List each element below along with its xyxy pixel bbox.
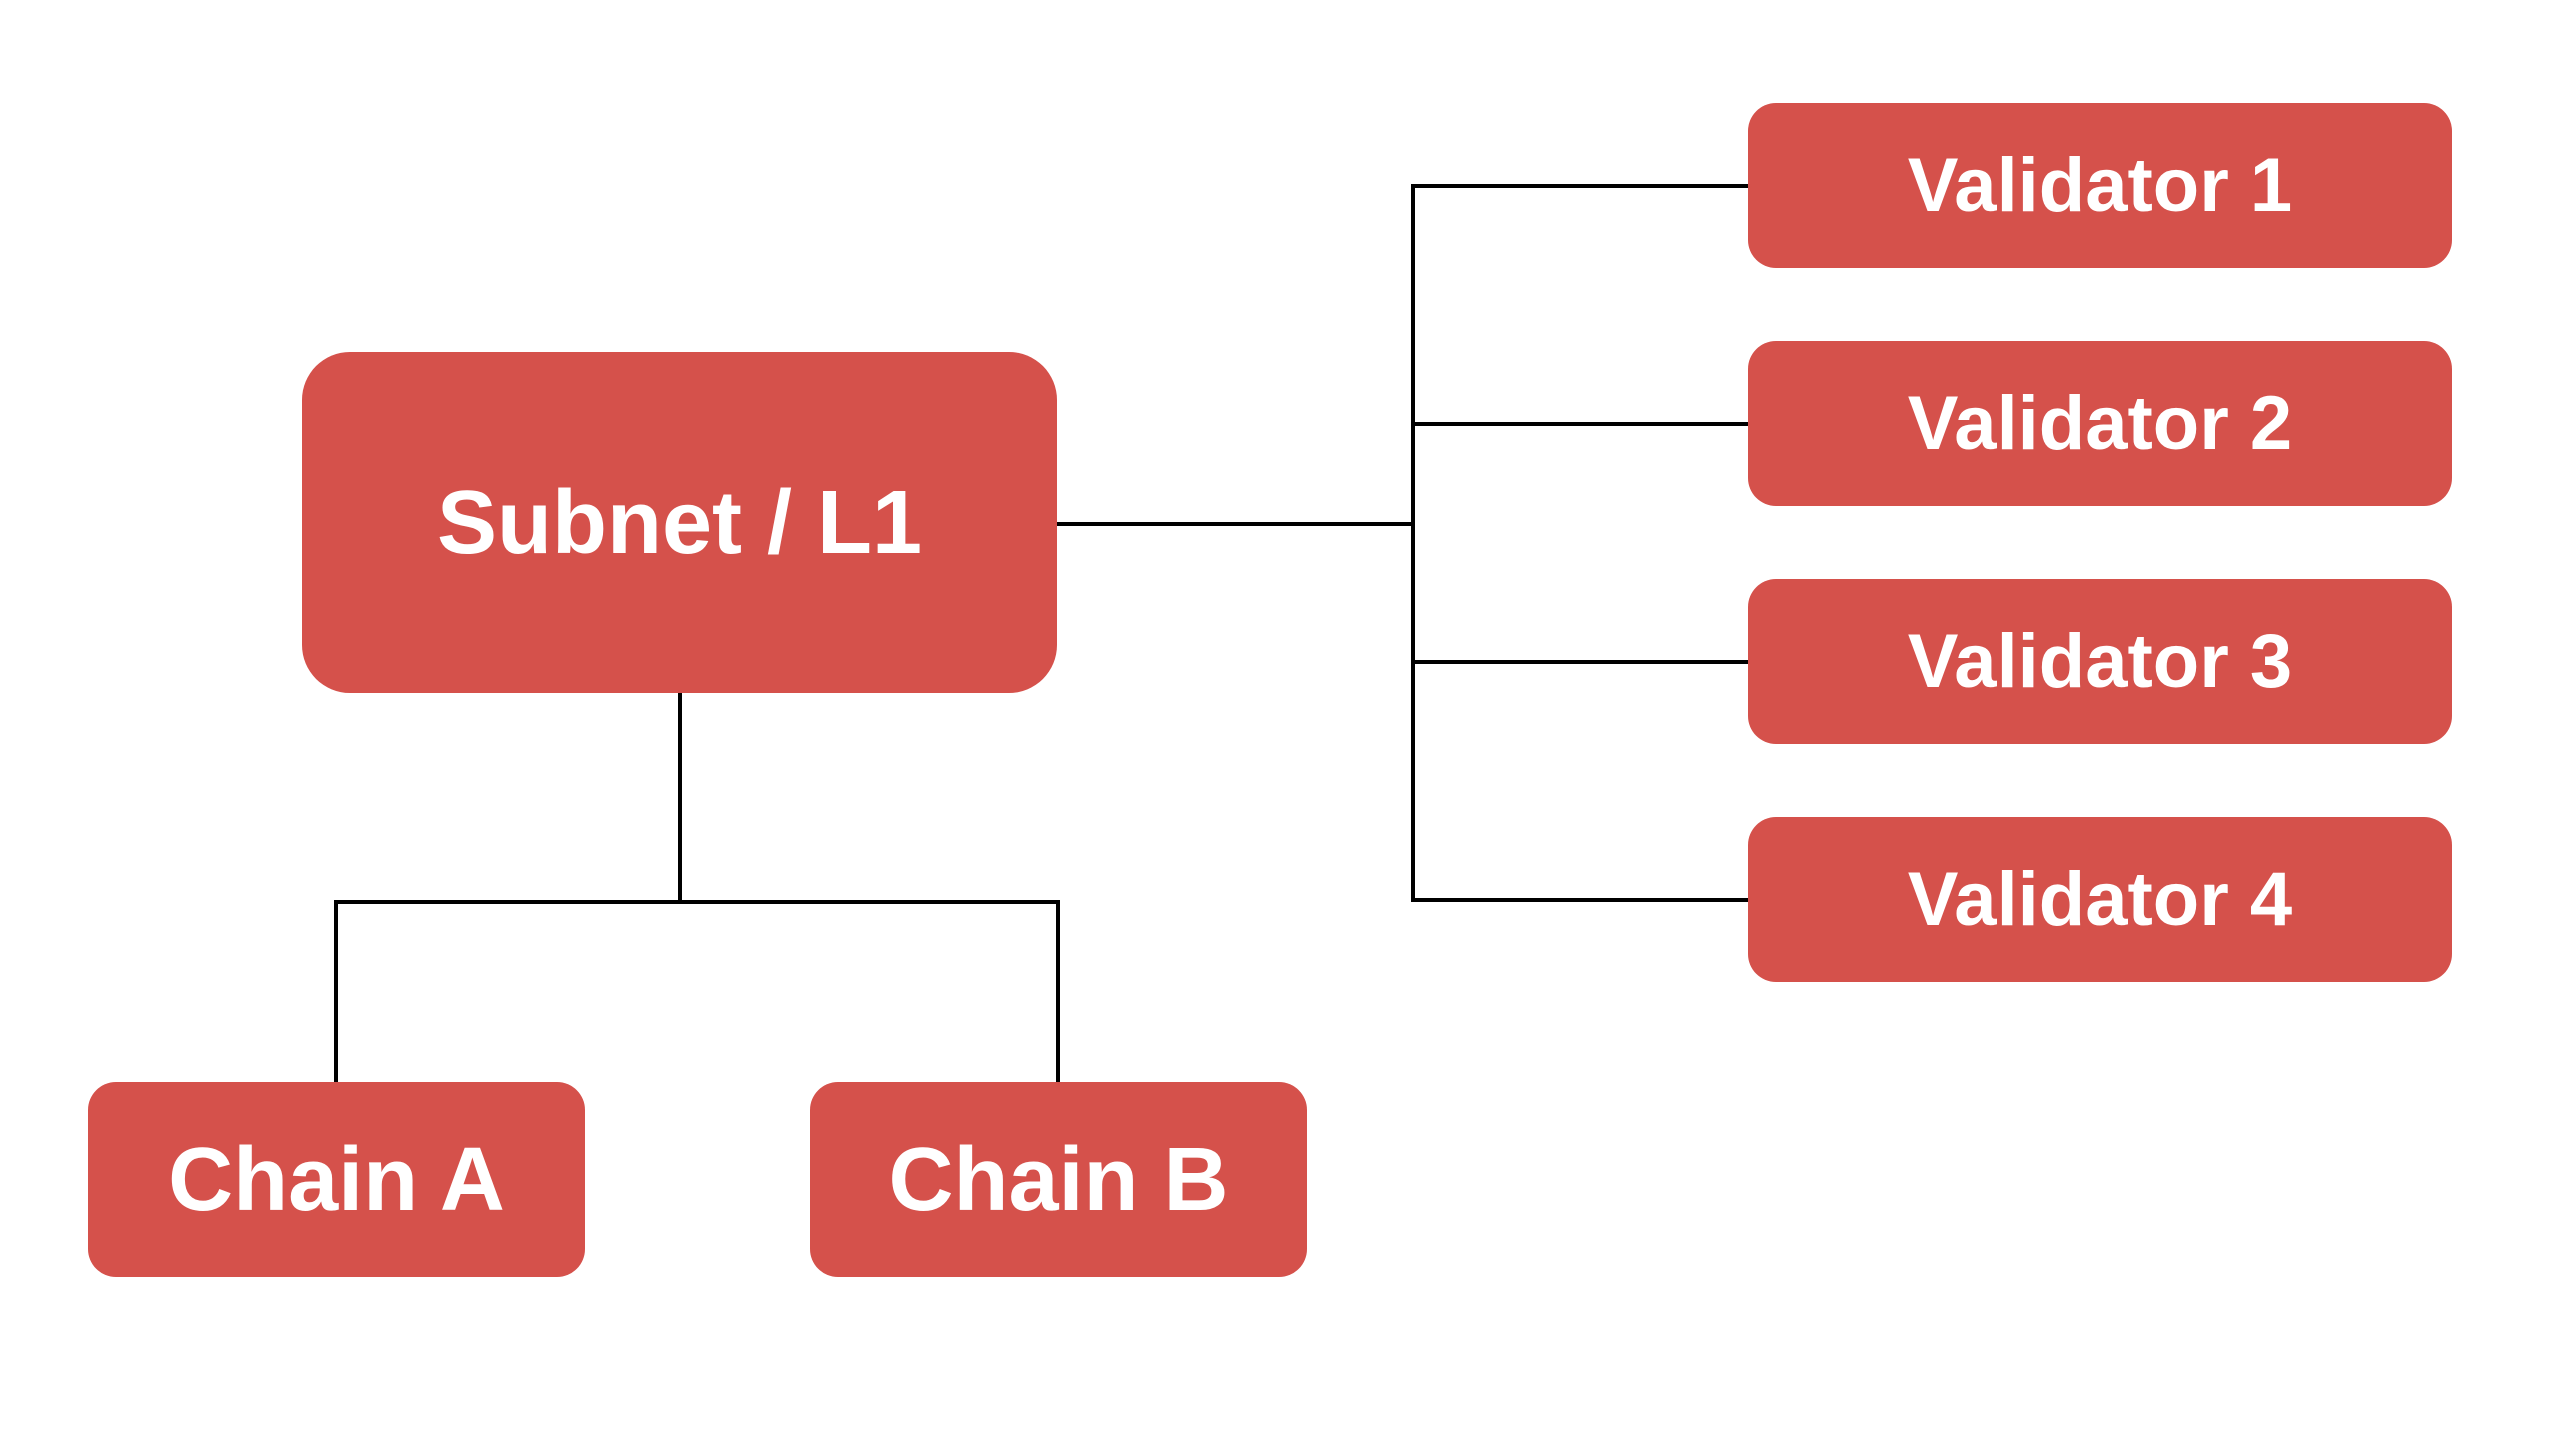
node-validator-1-label: Validator 1 [1907, 142, 2293, 228]
node-validator-3: Validator 3 [1748, 579, 2452, 744]
node-chain-a-label: Chain A [168, 1129, 505, 1230]
node-validator-2-label: Validator 2 [1907, 380, 2293, 466]
node-subnet-l1-label: Subnet / L1 [436, 472, 923, 573]
node-validator-1: Validator 1 [1748, 103, 2452, 268]
node-validator-4-label: Validator 4 [1907, 856, 2293, 942]
node-validator-2: Validator 2 [1748, 341, 2452, 506]
node-chain-a: Chain A [88, 1082, 585, 1277]
node-validator-4: Validator 4 [1748, 817, 2452, 982]
node-chain-b-label: Chain B [888, 1129, 1229, 1230]
node-subnet-l1: Subnet / L1 [302, 352, 1057, 693]
node-validator-3-label: Validator 3 [1907, 618, 2293, 704]
node-chain-b: Chain B [810, 1082, 1307, 1277]
